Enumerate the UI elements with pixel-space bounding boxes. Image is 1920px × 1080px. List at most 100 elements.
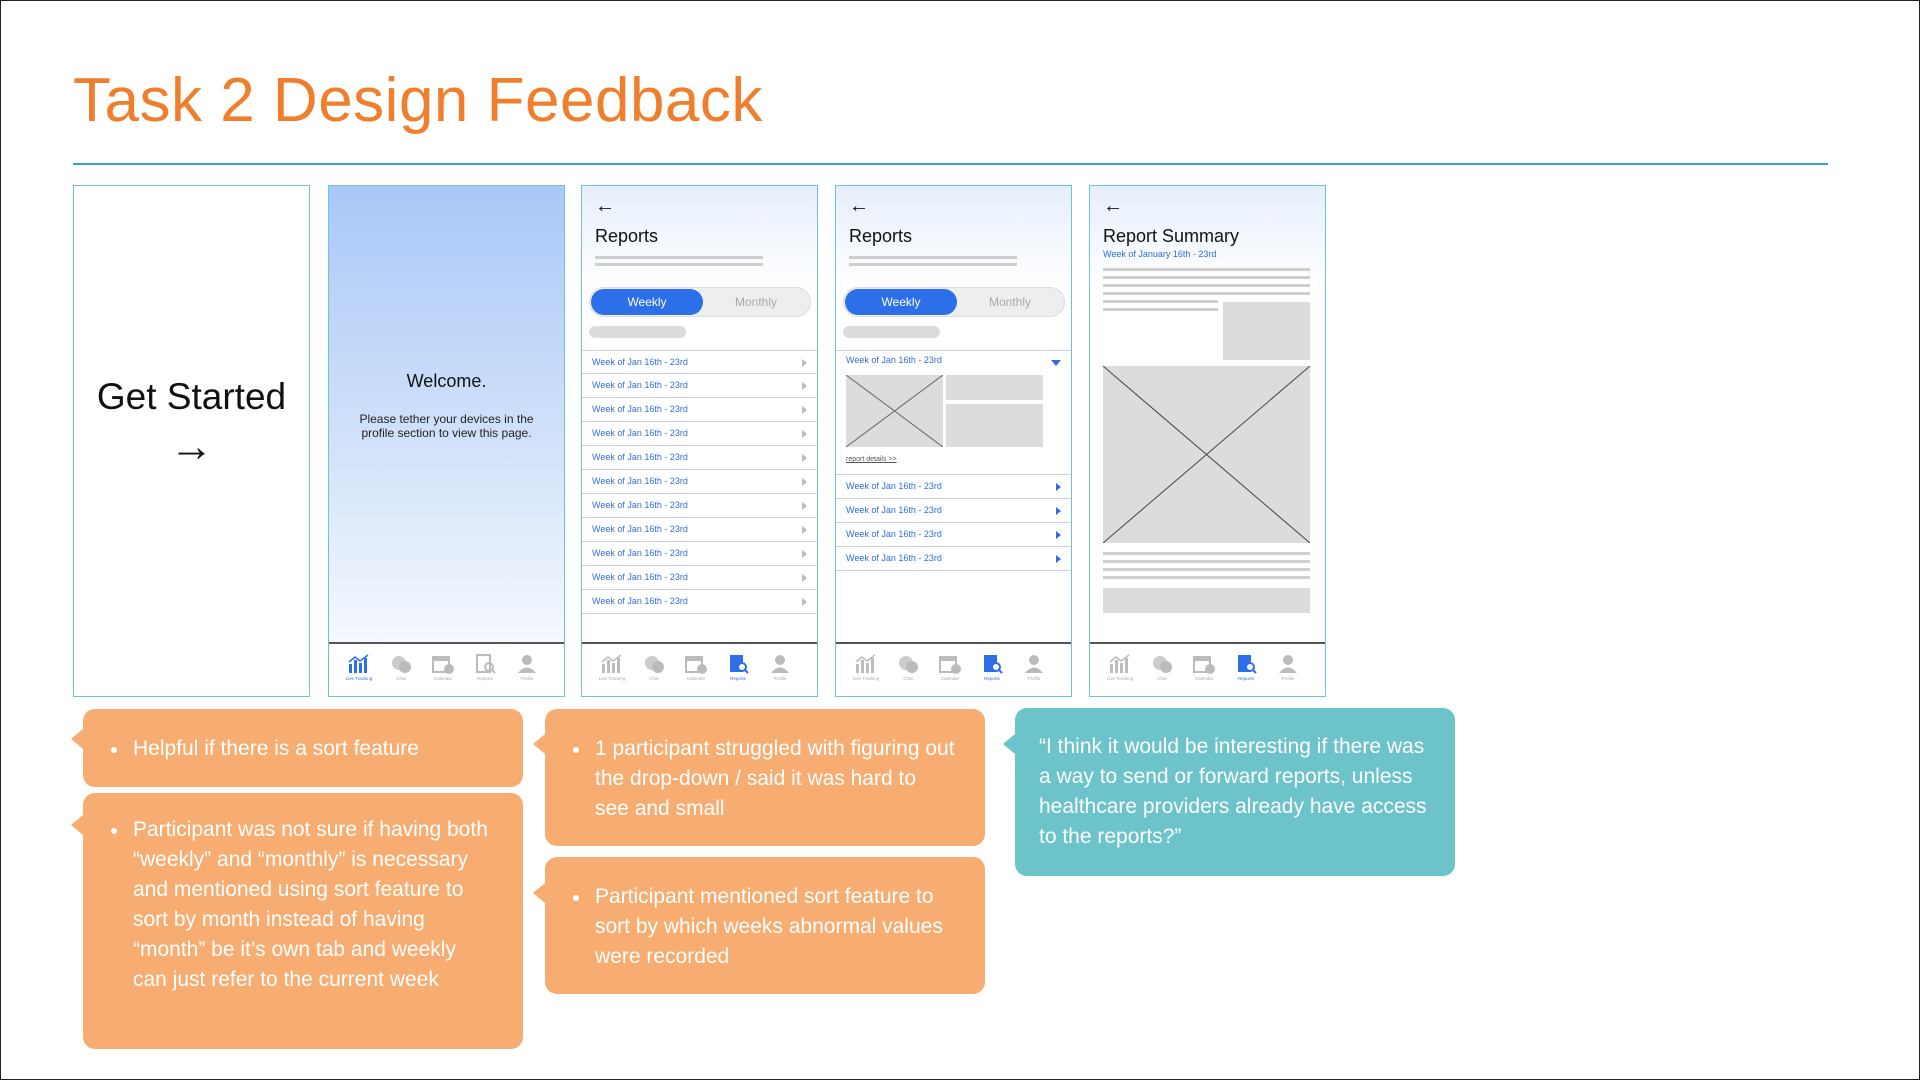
tab-calendar[interactable]: Calendar <box>930 654 970 681</box>
list-item[interactable]: Week of Jan 16th - 23rd <box>582 542 817 566</box>
tab-live-tracking[interactable]: Live Tracking <box>592 654 632 681</box>
chat-icon <box>645 656 664 673</box>
row-label: Week of Jan 16th - 23rd <box>592 380 688 390</box>
feedback-text: Participant mentioned sort feature to so… <box>569 882 955 972</box>
chevron-right-icon <box>802 550 807 558</box>
row-label: Week of Jan 16th - 23rd <box>592 524 688 534</box>
row-label: Week of Jan 16th - 23rd <box>846 553 942 563</box>
list-item[interactable]: Week of Jan 16th - 23rd <box>836 547 1071 571</box>
tab-label: Chat <box>1157 676 1167 681</box>
tab-chat[interactable]: Chat <box>381 654 421 681</box>
tab-reports[interactable]: Reports <box>718 654 758 681</box>
expanded-report-item[interactable]: Week of Jan 16th - 23rd report details >… <box>836 350 1071 475</box>
report-search-icon <box>730 655 749 674</box>
image-placeholder-icon <box>846 375 943 447</box>
weekly-option[interactable]: Weekly <box>591 289 703 315</box>
row-label: Week of Jan 16th - 23rd <box>592 572 688 582</box>
report-search-icon <box>984 655 1003 674</box>
tab-bar: Live Tracking Chat Calendar Reports Prof… <box>1090 642 1325 696</box>
monthly-option[interactable]: Monthly <box>988 295 1032 309</box>
calendar-icon <box>939 656 961 674</box>
profile-icon <box>1025 655 1043 673</box>
list-item[interactable]: Week of Jan 16th - 23rd <box>582 374 817 398</box>
screen-header <box>582 186 817 286</box>
monthly-option[interactable]: Monthly <box>734 295 778 309</box>
list-item[interactable]: Week of Jan 16th - 23rd <box>582 566 817 590</box>
tab-label: Reports <box>1238 676 1254 681</box>
row-label: Week of Jan 16th - 23rd <box>592 548 688 558</box>
placeholder-block <box>1223 302 1310 360</box>
chart-icon <box>348 654 369 673</box>
welcome-message: Please tether your devices in the profil… <box>359 412 534 440</box>
arrow-right-icon[interactable]: → <box>169 422 214 471</box>
row-label: Week of Jan 16th - 23rd <box>592 500 688 510</box>
weekly-monthly-toggle[interactable]: Weekly Monthly <box>843 287 1065 317</box>
placeholder-line <box>1103 568 1310 571</box>
tab-label: Calendar <box>686 676 706 681</box>
image-placeholder-icon <box>1103 366 1310 543</box>
get-started-label[interactable]: Get Started <box>96 376 287 417</box>
tab-live-tracking[interactable]: Live Tracking <box>339 654 379 681</box>
placeholder-pill <box>843 326 940 338</box>
tab-chat[interactable]: Chat <box>634 654 674 681</box>
callout-pointer <box>1003 734 1015 754</box>
placeholder-line <box>1103 308 1218 311</box>
tab-profile[interactable]: Profile <box>1268 654 1308 681</box>
chevron-down-icon[interactable] <box>1051 360 1061 366</box>
placeholder-line <box>849 256 1017 259</box>
report-list: Week of Jan 16th - 23rd Week of Jan 16th… <box>582 350 817 614</box>
tab-reports[interactable]: Reports <box>465 654 505 681</box>
tab-chat[interactable]: Chat <box>1142 654 1182 681</box>
weekly-monthly-toggle[interactable]: Weekly Monthly <box>589 287 811 317</box>
placeholder-line <box>1103 300 1218 303</box>
tab-profile[interactable]: Profile <box>760 654 800 681</box>
list-item[interactable]: Week of Jan 16th - 23rd <box>836 475 1071 499</box>
tab-label: Profile <box>1281 676 1295 681</box>
screen-reports-expanded: ← Reports Weekly Monthly Week of Jan 16t… <box>835 185 1072 697</box>
list-item[interactable]: Week of Jan 16th - 23rd <box>836 523 1071 547</box>
slide-title: Task 2 Design Feedback <box>73 66 763 135</box>
chevron-right-icon <box>802 526 807 534</box>
list-item[interactable]: Week of Jan 16th - 23rd <box>582 422 817 446</box>
list-item[interactable]: Week of Jan 16th - 23rd <box>582 590 817 614</box>
tab-label: Chat <box>396 676 406 681</box>
back-arrow-icon[interactable]: ← <box>1103 195 1123 217</box>
report-details-link[interactable]: report details >> <box>846 456 897 463</box>
callout-pointer <box>533 734 545 754</box>
tab-chat[interactable]: Chat <box>888 654 928 681</box>
list-item[interactable]: Week of Jan 16th - 23rd <box>582 446 817 470</box>
tab-live-tracking[interactable]: Live Tracking <box>846 654 886 681</box>
tab-label: Profile <box>773 676 787 681</box>
tab-calendar[interactable]: Calendar <box>423 654 463 681</box>
placeholder-block <box>946 375 1043 400</box>
tab-calendar[interactable]: Calendar <box>1184 654 1224 681</box>
list-item[interactable]: Week of Jan 16th - 23rd <box>836 499 1071 523</box>
list-item[interactable]: Week of Jan 16th - 23rd <box>582 470 817 494</box>
back-arrow-icon[interactable]: ← <box>849 195 869 217</box>
tab-calendar[interactable]: Calendar <box>676 654 716 681</box>
feedback-callout-weekly-monthly: Participant was not sure if having both … <box>71 793 523 1049</box>
tab-profile[interactable]: Profile <box>1014 654 1054 681</box>
placeholder-pill <box>589 326 686 338</box>
feedback-callout-sort: Helpful if there is a sort feature <box>71 709 523 787</box>
weekly-option[interactable]: Weekly <box>845 289 957 315</box>
list-item[interactable]: Week of Jan 16th - 23rd <box>582 398 817 422</box>
tab-reports[interactable]: Reports <box>1226 654 1266 681</box>
callout-pointer <box>71 815 83 835</box>
back-arrow-icon[interactable]: ← <box>595 195 615 217</box>
feedback-text: Participant was not sure if having both … <box>107 815 493 995</box>
tab-profile[interactable]: Profile <box>507 654 547 681</box>
chevron-right-icon <box>1056 507 1061 515</box>
feedback-text: Helpful if there is a sort feature <box>107 734 493 764</box>
list-item[interactable]: Week of Jan 16th - 23rd <box>582 518 817 542</box>
list-item[interactable]: Week of Jan 16th - 23rd <box>582 350 817 374</box>
chevron-right-icon <box>1056 555 1061 563</box>
tab-label: Profile <box>1027 676 1041 681</box>
tab-label: Chat <box>903 676 913 681</box>
report-search-icon <box>476 654 496 674</box>
list-item[interactable]: Week of Jan 16th - 23rd <box>582 494 817 518</box>
tab-label: Live Tracking <box>345 676 373 681</box>
profile-icon <box>1279 655 1297 673</box>
tab-reports[interactable]: Reports <box>972 654 1012 681</box>
tab-live-tracking[interactable]: Live Tracking <box>1100 654 1140 681</box>
